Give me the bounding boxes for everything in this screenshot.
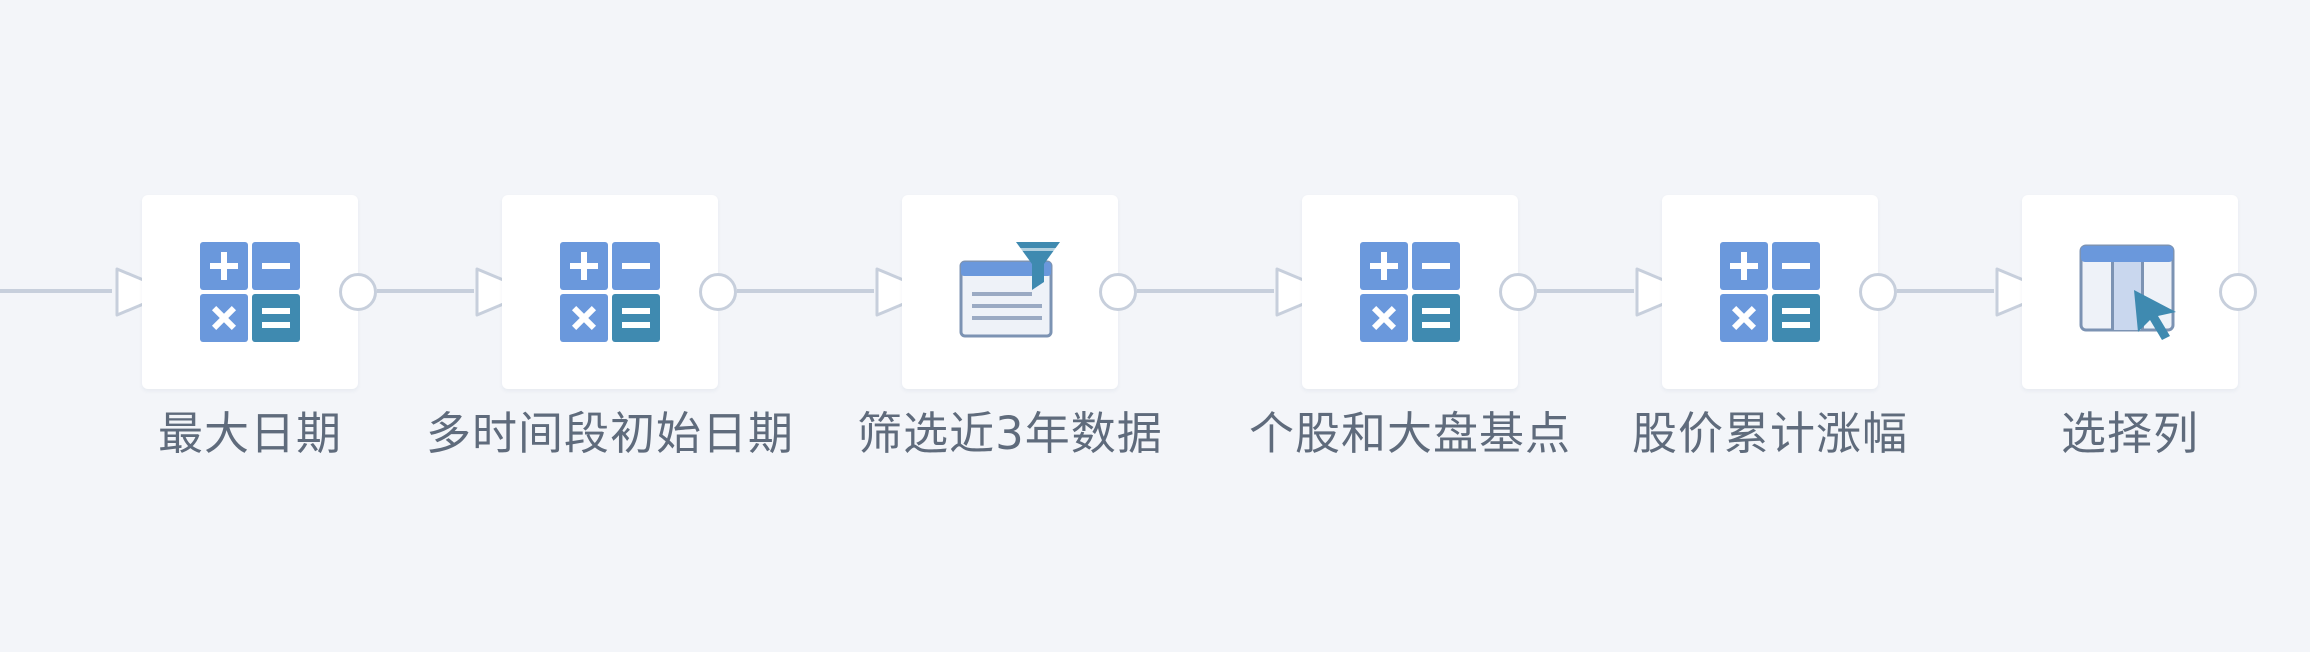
output-port-icon[interactable] (699, 273, 737, 311)
node-label: 筛选近3年数据 (857, 407, 1163, 460)
node-label: 股价累计涨幅 (1631, 407, 1908, 460)
node-card[interactable] (502, 195, 718, 389)
output-port-icon[interactable] (1499, 273, 1537, 311)
node-card[interactable] (1662, 195, 1878, 389)
filter-table-icon (958, 240, 1062, 344)
node-card[interactable] (902, 195, 1118, 389)
calculator-icon (558, 240, 662, 344)
node-label: 多时间段初始日期 (425, 407, 794, 460)
select-columns-icon (2078, 240, 2182, 344)
connector-line (1897, 289, 1994, 293)
node-card[interactable] (142, 195, 358, 389)
connector-line (1137, 289, 1274, 293)
node-label: 选择列 (2060, 407, 2199, 460)
connector-line (377, 289, 474, 293)
node-card[interactable] (2022, 195, 2238, 389)
output-port-icon[interactable] (1099, 273, 1137, 311)
node-label: 个股和大盘基点 (1248, 407, 1571, 460)
node-label: 最大日期 (157, 407, 342, 460)
connector-line (737, 289, 874, 293)
output-port-icon[interactable] (339, 273, 377, 311)
calculator-icon (198, 240, 302, 344)
calculator-icon (1358, 240, 1462, 344)
calculator-icon (1718, 240, 1822, 344)
node-card[interactable] (1302, 195, 1518, 389)
output-port-icon[interactable] (1859, 273, 1897, 311)
connector-line (1537, 289, 1634, 293)
output-port-icon[interactable] (2219, 273, 2257, 311)
connector-line (0, 289, 112, 293)
